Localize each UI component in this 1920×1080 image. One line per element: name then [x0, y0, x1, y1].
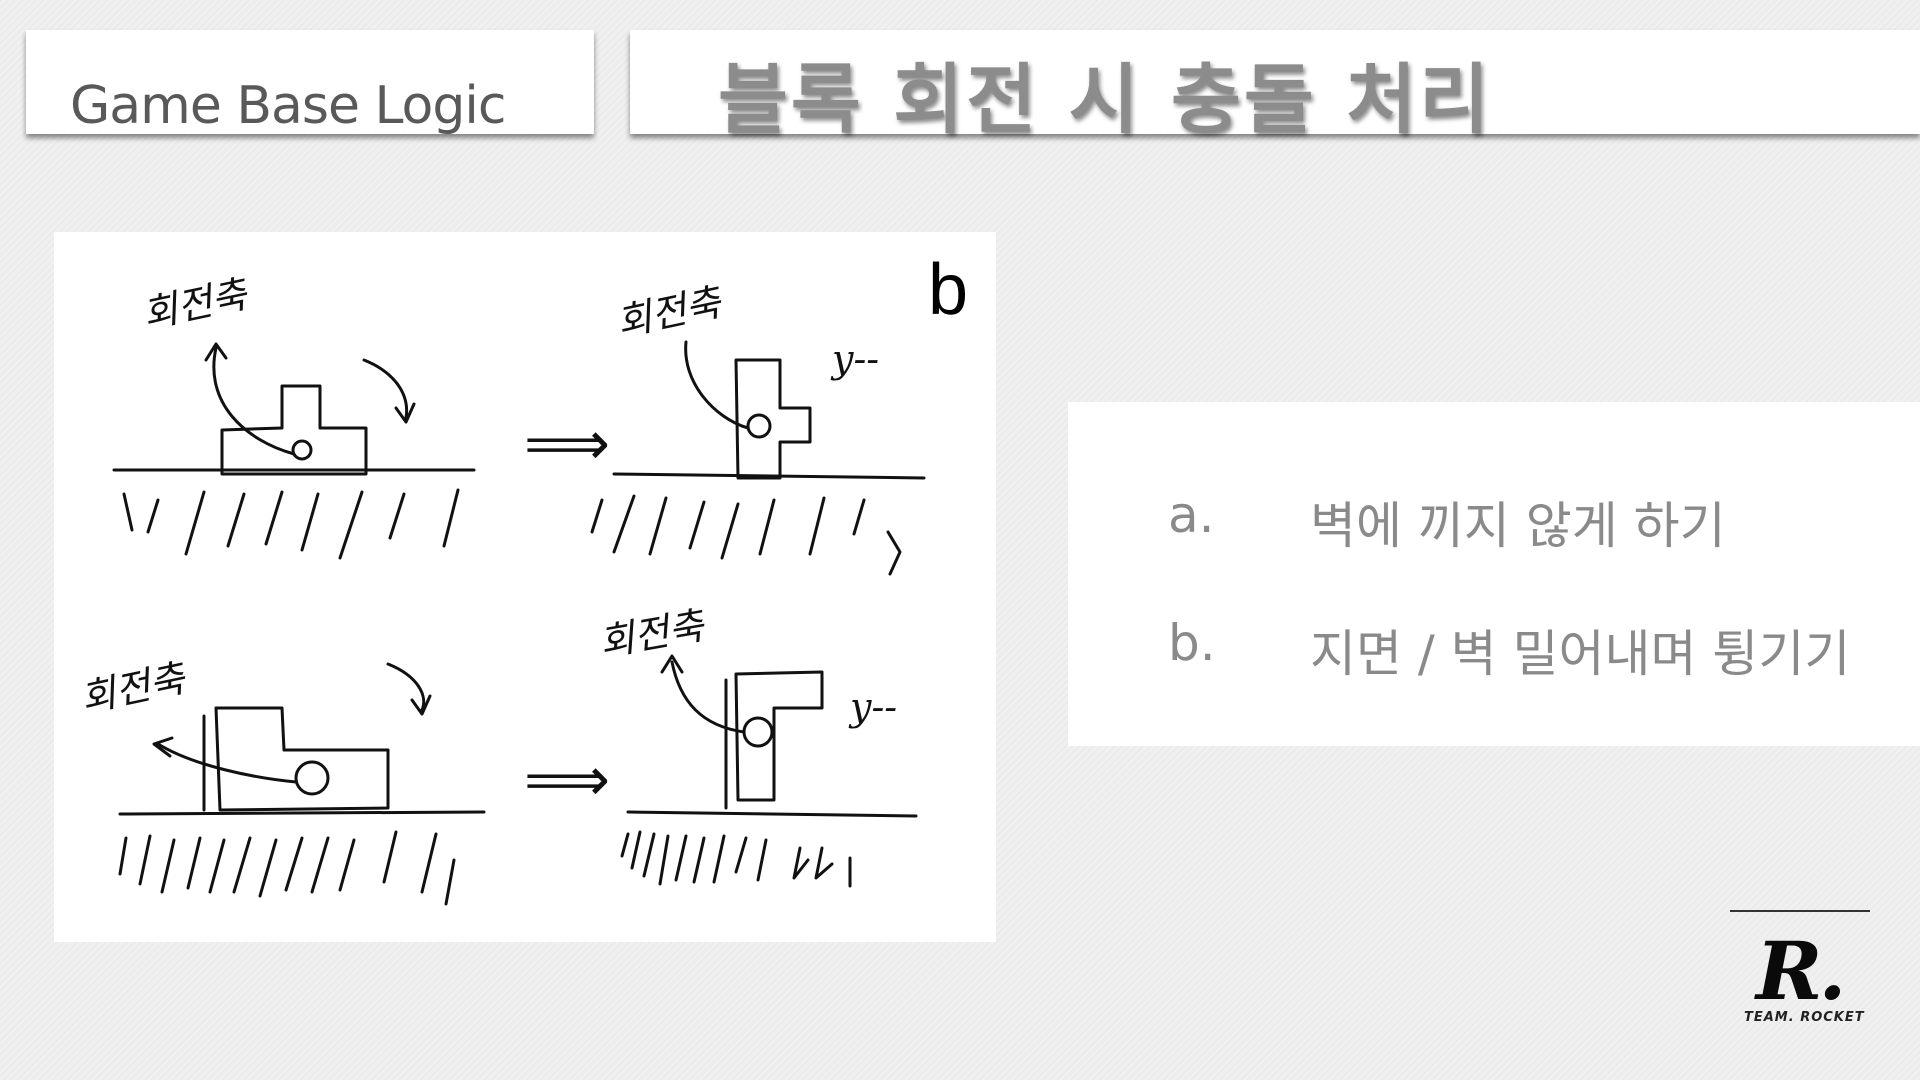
sketch-image: b 회전축 ⟹ 회전축 y-- 회전축	[54, 232, 996, 942]
slide-title: 블록 회전 시 충돌 처리	[718, 55, 1493, 144]
logo-subtitle: TEAM. ROCKET	[1744, 1010, 1865, 1025]
transition-arrow: ⟹	[524, 409, 610, 479]
t-block	[220, 384, 368, 476]
arrow-head	[152, 736, 174, 758]
sketch-bottom-right: 회전축 y--	[596, 603, 918, 888]
logo-divider	[1730, 910, 1870, 912]
pivot-circle	[742, 716, 774, 748]
sketch-top-right: 회전축 y--	[590, 280, 926, 576]
arrow-head	[660, 654, 684, 674]
title-box: 블록 회전 시 충돌 처리	[630, 30, 1920, 144]
hand-drawn-sketch: b 회전축 ⟹ 회전축 y-- 회전축	[77, 250, 968, 906]
pivot-circle	[291, 439, 313, 461]
pivot-label: 회전축	[77, 656, 191, 721]
list-text: 벽에 끼지 않게 하기	[1310, 497, 1726, 555]
ground-hatching	[118, 830, 456, 906]
pivot-label: 회전축	[613, 280, 727, 345]
ground-line	[612, 472, 926, 480]
t-block-rotated	[734, 358, 812, 480]
transition-arrow: ⟹	[524, 745, 610, 815]
ground-line	[626, 810, 918, 818]
ground-hatching	[590, 494, 902, 576]
ground-hatching	[620, 830, 852, 888]
sketch-top-left: 회전축	[112, 272, 476, 560]
rotation-direction-arrow	[386, 662, 426, 712]
bullet-list: a. 벽에 끼지 않게 하기 b. 지면 / 벽 밀어내며 튕기기	[1068, 402, 1920, 746]
sketch-bottom-left: 회전축	[77, 656, 486, 906]
list-text: 지면 / 벽 밀어내며 튕기기	[1310, 625, 1851, 683]
ground-line	[118, 810, 486, 816]
rotation-arrow	[684, 340, 750, 430]
sketch-corner-label: b	[928, 250, 968, 330]
ground-hatching	[122, 488, 460, 560]
axis-label: y--	[830, 337, 879, 381]
section-label: Game Base Logic	[70, 76, 506, 136]
arrow-head	[204, 342, 228, 362]
pivot-label: 회전축	[139, 272, 253, 337]
list-marker: b.	[1168, 614, 1216, 672]
logo-mark: R.	[1756, 924, 1846, 1018]
section-label-box: Game Base Logic	[26, 30, 594, 136]
rotation-direction-arrow	[362, 358, 409, 420]
axis-label: y--	[848, 685, 897, 729]
arrow-head	[394, 402, 416, 424]
pivot-label: 회전축	[596, 603, 709, 665]
arrow-head	[410, 694, 432, 716]
list-marker: a.	[1168, 486, 1215, 544]
pivot-circle	[294, 760, 330, 796]
l-block-rotated	[734, 670, 824, 802]
l-block	[214, 706, 390, 812]
rotation-arrow	[670, 660, 746, 734]
pivot-circle	[746, 413, 772, 439]
rotation-arrow	[212, 346, 296, 456]
rotation-arrow	[156, 742, 298, 784]
team-logo: R. TEAM. ROCKET	[1730, 910, 1870, 1030]
